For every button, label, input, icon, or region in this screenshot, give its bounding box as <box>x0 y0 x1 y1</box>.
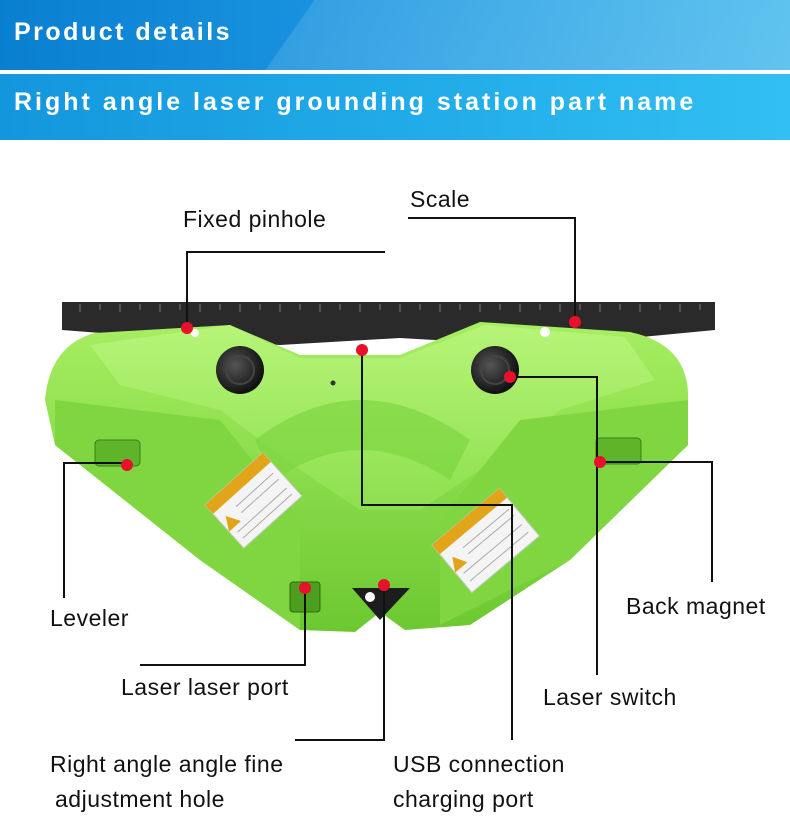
label-right-angle-line2: adjustment hole <box>55 786 225 812</box>
callout-line-leveler <box>63 462 127 598</box>
label-usb-line2: charging port <box>393 786 534 812</box>
label-laser-switch: Laser switch <box>543 684 677 710</box>
dot-right-angle <box>378 579 390 591</box>
left-warning-label <box>204 452 303 549</box>
callout-lines <box>63 217 713 741</box>
dot-back-magnet <box>594 456 606 468</box>
callout-line-laser-switch <box>510 376 598 675</box>
dot-usb <box>356 344 368 356</box>
label-back-magnet: Back magnet <box>626 593 766 619</box>
left-switch-knob <box>216 346 264 394</box>
callout-line-laser-port <box>140 588 306 666</box>
callout-line-back-magnet <box>600 461 713 582</box>
label-leveler: Leveler <box>50 605 129 631</box>
pinhole-white-right <box>540 327 550 337</box>
callout-line-usb <box>361 350 513 740</box>
label-scale: Scale <box>410 186 471 212</box>
dot-fixed-pinhole <box>181 322 193 334</box>
label-right-angle-line1: Right angle angle fine <box>50 751 284 777</box>
callout-line-right-angle <box>295 585 385 741</box>
subtitle: Right angle laser grounding station part… <box>14 88 697 116</box>
callout-dots <box>121 316 606 594</box>
label-laser-port: Laser laser port <box>121 674 289 700</box>
section-title: Product details <box>14 18 233 46</box>
product-details-banner: Product details <box>0 0 790 70</box>
dot-laser-switch <box>504 371 516 383</box>
pinhole-white-left <box>191 329 199 337</box>
dot-laser-port <box>299 582 311 594</box>
label-usb-line1: USB connection <box>393 751 565 777</box>
ruler-ticks <box>79 304 701 312</box>
subtitle-banner: Right angle laser grounding station part… <box>0 74 790 140</box>
small-port-hole <box>330 380 336 386</box>
callout-line-fixed-pinhole <box>186 251 385 328</box>
dot-scale <box>569 316 581 328</box>
adjustment-hole <box>365 592 375 602</box>
dot-leveler <box>121 459 133 471</box>
callout-line-scale <box>408 217 576 322</box>
label-fixed-pinhole: Fixed pinhole <box>183 206 327 232</box>
laser-switch-knob <box>471 346 519 394</box>
